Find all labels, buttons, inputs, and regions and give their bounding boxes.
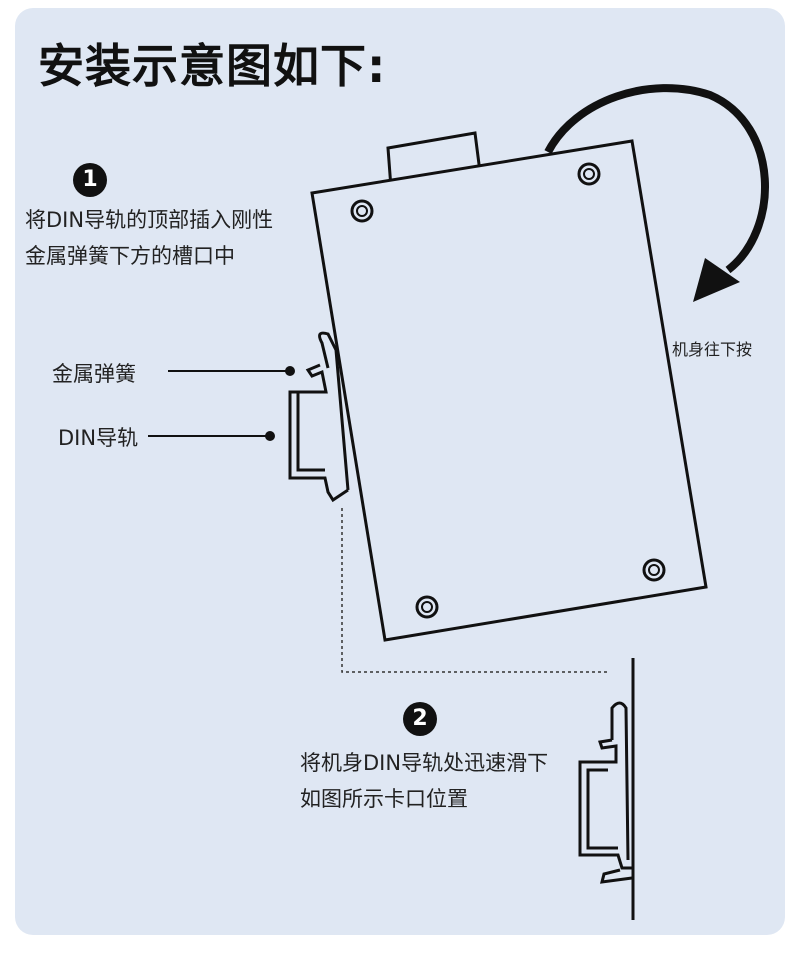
din-rail-installed — [578, 701, 633, 884]
step-2-line-1: 将机身DIN导轨处迅速滑下 — [300, 751, 549, 775]
press-down-label: 机身往下按 — [672, 340, 753, 359]
arrow-head-icon — [693, 258, 740, 302]
step-1-line-1: 将DIN导轨的顶部插入刚性 — [25, 208, 274, 232]
step-2-badge: 2 — [403, 702, 437, 736]
screw-icon — [350, 162, 666, 619]
din-rail-profile — [288, 331, 350, 503]
dashed-guide — [341, 508, 610, 673]
rail-label: DIN导轨 — [58, 426, 139, 450]
step-1-line-2: 金属弹簧下方的槽口中 — [25, 244, 235, 268]
step-2-line-2: 如图所示卡口位置 — [300, 787, 468, 811]
device-body — [310, 139, 708, 642]
rotation-arrow-icon — [544, 84, 769, 274]
step-1-badge: 1 — [73, 163, 107, 197]
page-title: 安装示意图如下: — [38, 39, 387, 93]
spring-label: 金属弹簧 — [52, 362, 136, 386]
